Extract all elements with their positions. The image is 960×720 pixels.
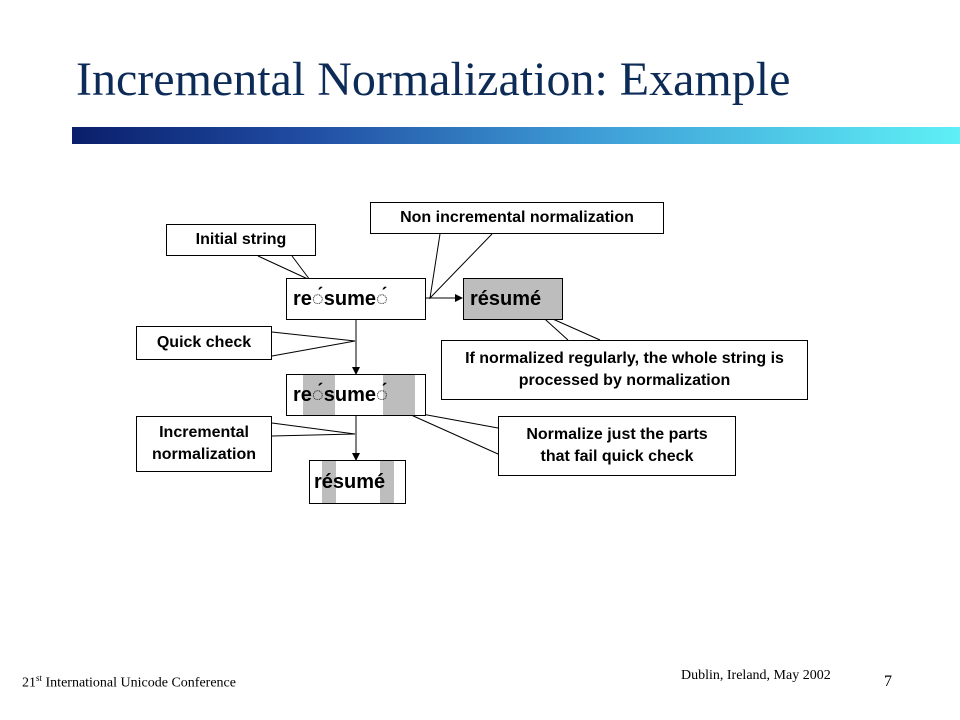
decomposed-string: re◌́sume◌́	[293, 287, 388, 310]
initial-string-label: Initial string	[195, 231, 287, 248]
failed-segment-1	[303, 375, 335, 415]
parts-pointer	[399, 409, 499, 455]
page-number: 7	[884, 673, 892, 690]
incremental-normalization-line2: normalization	[151, 446, 256, 463]
title-gradient-bar	[72, 127, 960, 144]
partial-normalization-callout: Normalize just the parts that fail quick…	[498, 416, 736, 476]
full-normalized-string: résumé	[470, 287, 542, 310]
quick-check-callout: Quick check	[136, 326, 272, 360]
partial-normalization-line1: Normalize just the parts	[526, 426, 708, 443]
conference-ordinal-suffix: st	[36, 673, 43, 683]
conference-ordinal: 21	[22, 675, 36, 691]
non-incremental-label: Non incremental normalization	[400, 209, 634, 226]
incremental-pointer	[271, 422, 356, 437]
quick-check-string-box: re◌́sume◌́	[286, 374, 426, 416]
failed-segment-2	[383, 375, 415, 415]
normalized-segment-1	[322, 461, 336, 503]
incremental-normalization-callout: Incremental normalization	[136, 416, 272, 472]
incremental-normalized-string: résumé	[314, 470, 386, 493]
decomposed-string-box: re◌́sume◌́	[286, 278, 426, 320]
incremental-normalization-line1: Incremental	[159, 424, 249, 441]
full-normalized-box: résumé	[463, 278, 563, 320]
regular-normalization-callout: If normalized regularly, the whole strin…	[441, 340, 808, 400]
initial-string-callout: Initial string	[166, 224, 316, 256]
quick-check-label: Quick check	[156, 334, 252, 351]
initial-string-pointer	[257, 255, 311, 281]
quick-check-pointer	[271, 331, 356, 357]
incremental-normalized-box: résumé	[309, 460, 406, 504]
conference-name: 21st International Unicode Conference	[22, 673, 236, 692]
normalized-segment-2	[380, 461, 394, 503]
conference-title: International Unicode Conference	[42, 675, 236, 691]
quick-check-string: re◌́sume◌́	[293, 383, 388, 406]
regular-normalization-line2: processed by normalization	[518, 372, 731, 389]
partial-normalization-line2: that fail quick check	[540, 448, 694, 465]
non-incremental-callout: Non incremental normalization	[370, 202, 664, 234]
location-date: Dublin, Ireland, May 2002	[681, 668, 831, 683]
slide-title: Incremental Normalization: Example	[76, 53, 791, 106]
regular-normalization-line1: If normalized regularly, the whole strin…	[465, 350, 784, 367]
